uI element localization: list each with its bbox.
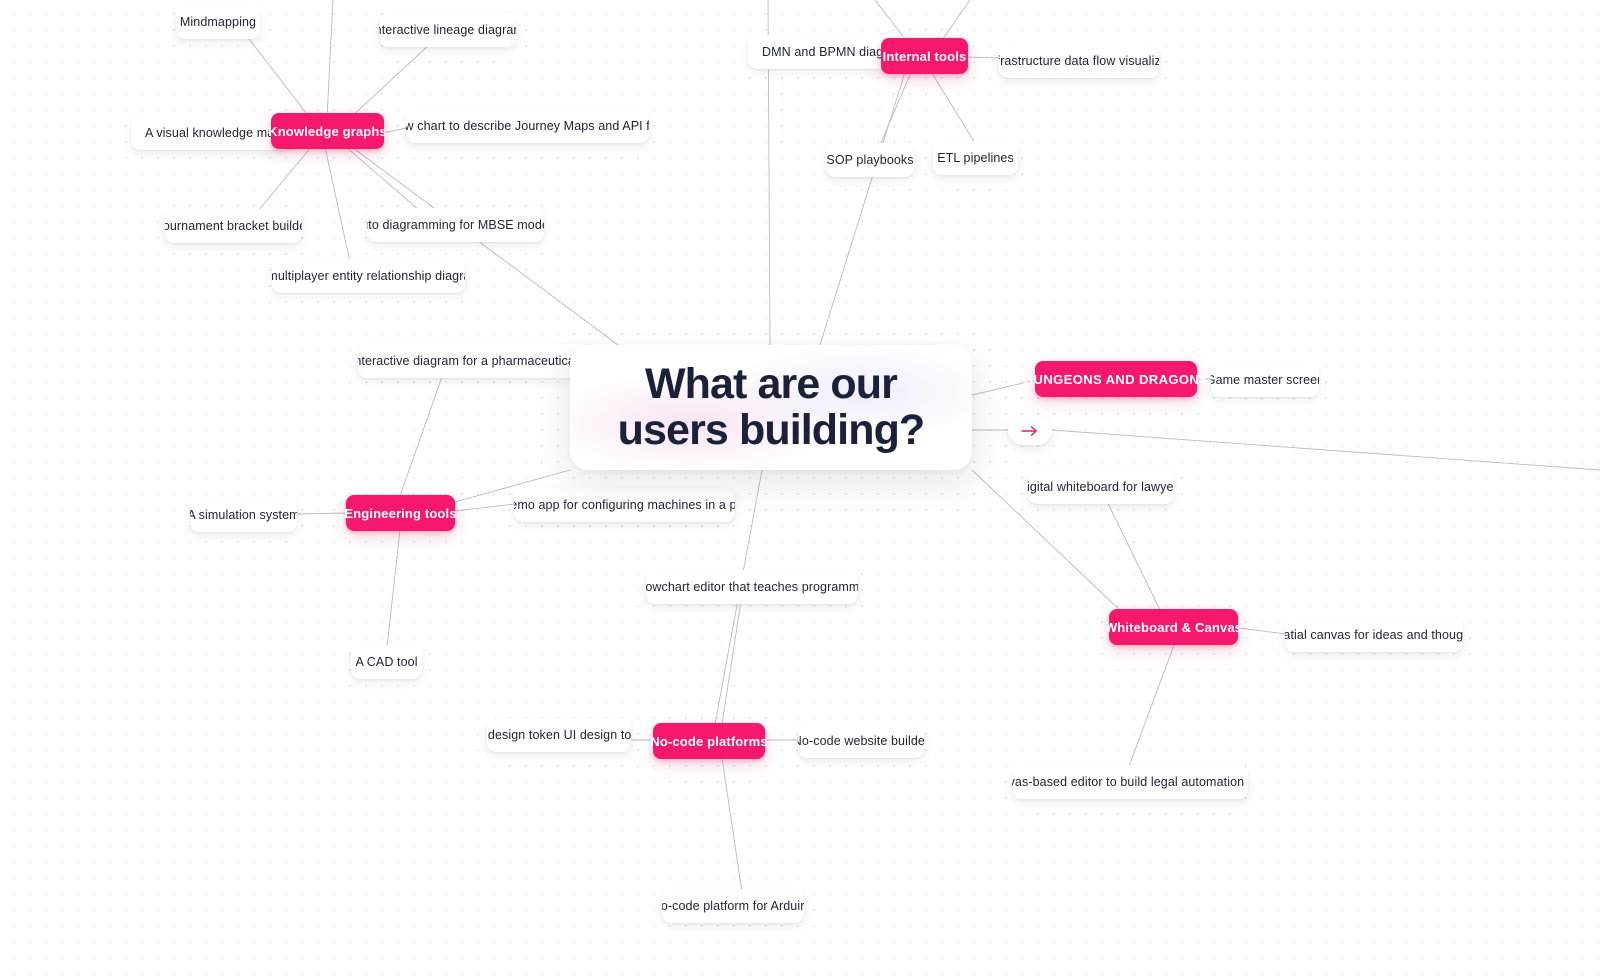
idea-label: SOP playbooks: [826, 152, 914, 167]
idea-card-no-code-arduino[interactable]: No-code platform for Arduino: [662, 889, 804, 923]
idea-card-cad-tool[interactable]: A CAD tool: [351, 645, 422, 679]
edge-digital-whiteboard-lawyers-to-whiteboard-and-canvas: [1099, 486, 1161, 611]
expand-arrow-button[interactable]: [1008, 416, 1052, 445]
idea-label: Digital whiteboard for lawyers: [1028, 479, 1174, 494]
idea-card-pharmaceutical-project[interactable]: An interactive diagram for a pharmaceuti…: [358, 344, 594, 378]
idea-card-auto-diagramming-mbse[interactable]: Auto diagramming for MBSE models: [367, 208, 544, 242]
hub-title-line-1: What are our: [644, 359, 898, 408]
idea-card-etl-pipelines[interactable]: ETL pipelines: [933, 141, 1018, 175]
edge-infrastructure-data-flow-to-internal-tools: [966, 56, 1000, 59]
idea-label: A design token UI design tool: [487, 727, 631, 742]
idea-label: A multiplayer entity relationship diagra…: [272, 268, 465, 283]
idea-label: No-code platform for Arduino: [662, 898, 804, 913]
idea-label: Spatial canvas for ideas and thoughts: [1285, 627, 1463, 642]
idea-card-visual-knowledge-management[interactable]: A visual knowledge management: [131, 116, 291, 150]
idea-card-multiplayer-erd[interactable]: A multiplayer entity relationship diagra…: [272, 259, 465, 293]
idea-card-design-token-ui[interactable]: A design token UI design tool: [487, 718, 631, 752]
edge-auto-diagramming-mbse-to-knowledge-graphs: [344, 145, 421, 212]
category-node-whiteboard-and-canvas[interactable]: Whiteboard & Canvas: [1105, 609, 1242, 645]
arrow-right-icon: [1021, 425, 1037, 436]
idea-label: A demo app for configuring machines in a…: [514, 497, 735, 512]
category-node-no-code-platforms[interactable]: No-code platforms: [650, 723, 768, 759]
edge-interactive-lineage-diagram-to-knowledge-graphs: [349, 43, 431, 119]
idea-label: ETL pipelines: [937, 150, 1014, 165]
idea-card-game-master-screen[interactable]: Game master screen: [1211, 363, 1319, 397]
category-label: Knowledge graphs: [268, 123, 387, 139]
idea-label: A flow chart to describe Journey Maps an…: [406, 118, 649, 133]
idea-card-flowchart-teaches-programming[interactable]: A flowchart editor that teaches programm…: [646, 570, 858, 604]
idea-label: A flowchart editor that teaches programm…: [646, 579, 858, 594]
idea-label: Interactive lineage diagram: [379, 22, 516, 37]
idea-card-digital-whiteboard-lawyers[interactable]: Digital whiteboard for lawyers: [1028, 470, 1174, 504]
idea-card-simulation-system[interactable]: A simulation system: [190, 498, 297, 532]
category-node-knowledge-graphs[interactable]: Knowledge graphs: [268, 113, 387, 149]
idea-card-mindmapping[interactable]: Mindmapping: [176, 5, 260, 39]
central-hub-card[interactable]: What are our users building?: [570, 345, 972, 470]
edge-internal-tools-to-hub: [819, 71, 906, 346]
idea-label: Infrastructure data flow visualizer: [999, 53, 1159, 68]
edge-simulation-system-to-engineering-tools: [296, 512, 348, 515]
edge-mindmapping-to-knowledge-graphs: [245, 34, 311, 119]
idea-label: Mindmapping: [179, 14, 257, 29]
idea-label: Auto diagramming for MBSE models: [367, 217, 544, 232]
idea-card-interactive-lineage-diagram[interactable]: Interactive lineage diagram: [379, 13, 516, 47]
category-label: DUNGEONS AND DRAGONS: [1023, 371, 1209, 387]
idea-label: A CAD tool: [355, 654, 418, 669]
edge-top-offscreen-right-to-internal-tools: [941, 0, 971, 41]
edge-flowchart-teaches-programming-to-no-code-platforms: [721, 600, 742, 725]
idea-label: Canvas-based editor to build legal autom…: [1012, 774, 1248, 789]
idea-card-infrastructure-data-flow[interactable]: Infrastructure data flow visualizer: [999, 44, 1159, 78]
edge-top-offscreen-to-knowledge-graphs: [326, 0, 334, 119]
edge-pharmaceutical-project-to-engineering-tools: [399, 370, 445, 497]
idea-label: DMN and BPMN diagram editor: [762, 44, 908, 59]
idea-label: An interactive diagram for a pharmaceuti…: [358, 353, 594, 368]
idea-label: A visual knowledge management: [145, 125, 291, 140]
idea-card-sop-playbooks[interactable]: SOP playbooks: [826, 143, 914, 177]
edge-multiplayer-erd-to-knowledge-graphs: [324, 146, 351, 263]
category-node-engineering-tools[interactable]: Engineering tools: [344, 495, 457, 531]
page-title: What are our users building?: [592, 359, 951, 454]
edge-whiteboard-and-canvas-to-canvas-legal-automation: [1127, 644, 1175, 770]
edge-etl-pipelines-to-internal-tools: [929, 69, 976, 144]
idea-label: Game master screen: [1211, 372, 1319, 387]
edge-engineering-tools-to-demo-app-machines: [454, 503, 516, 512]
category-label: Engineering tools: [344, 505, 457, 521]
idea-card-no-code-website-builder[interactable]: No-code website builder: [798, 724, 924, 758]
idea-card-spatial-canvas[interactable]: Spatial canvas for ideas and thoughts: [1285, 618, 1463, 652]
category-node-dungeons-and-dragons[interactable]: DUNGEONS AND DRAGONS: [1024, 361, 1208, 397]
idea-label: No-code website builder: [798, 733, 924, 748]
edge-top-offscreen-left-to-internal-tools: [874, 0, 907, 41]
idea-card-demo-app-machines[interactable]: A demo app for configuring machines in a…: [514, 488, 735, 522]
edge-no-code-platforms-to-no-code-arduino: [721, 757, 743, 893]
idea-label: Tournament bracket builder: [165, 218, 302, 233]
edge-arrow-pill-to-right-offscreen: [1051, 429, 1600, 471]
edge-engineering-tools-to-cad-tool: [386, 529, 401, 648]
idea-card-flow-chart-journey-maps[interactable]: A flow chart to describe Journey Maps an…: [406, 109, 649, 143]
edge-whiteboard-and-canvas-to-spatial-canvas: [1238, 627, 1287, 635]
hub-title-line-2: users building?: [617, 405, 926, 454]
category-label: No-code platforms: [650, 733, 768, 749]
edge-sop-playbooks-to-internal-tools: [879, 69, 913, 146]
category-node-internal-tools[interactable]: Internal tools: [881, 38, 968, 74]
category-label: Whiteboard & Canvas: [1104, 619, 1243, 635]
idea-card-tournament-bracket-builder[interactable]: Tournament bracket builder: [165, 209, 302, 243]
edge-hub-to-knowledge-graphs: [351, 146, 619, 346]
idea-label: A simulation system: [190, 507, 297, 522]
idea-card-canvas-legal-automation[interactable]: Canvas-based editor to build legal autom…: [1012, 765, 1248, 799]
category-label: Internal tools: [882, 48, 967, 64]
edge-tournament-bracket-builder-to-knowledge-graphs: [257, 145, 313, 212]
